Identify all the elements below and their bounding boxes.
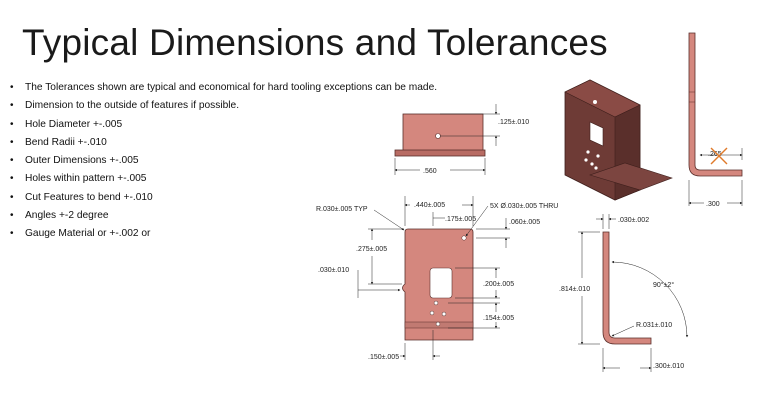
top-view-width-dim: .560: [423, 168, 437, 175]
slot-cutout: [429, 267, 453, 299]
bullet-item: •The Tolerances shown are typical and ec…: [10, 82, 438, 93]
hole-callout: 5X Ø.030±.005 THRU: [490, 203, 558, 210]
bullet-item: •Dimension to the outside of features if…: [10, 100, 240, 112]
corner-radius-callout: R.030±.005 TYP: [316, 206, 368, 213]
top-view-flange: [394, 149, 486, 157]
front-view: R.030±.005 TYP .440±.005 .175±.005 5X Ø.…: [316, 196, 558, 361]
thickness-dim: .030±.002: [618, 217, 649, 224]
bend-radius-dim: R.031±.010: [636, 322, 672, 329]
bullet-item: •Cut Features to bend +-.010: [10, 191, 153, 203]
hole-offset-dim: .175±.005: [445, 216, 476, 223]
side-view-top: .265 .300: [688, 32, 743, 208]
bullet-item: •Angles +-2 degree: [10, 210, 109, 222]
bottom-dim: .150±.005: [368, 354, 399, 361]
bullet-item: •Holes within pattern +-.005: [10, 173, 147, 185]
flange-dim: .300±.010: [653, 363, 684, 370]
hole-edge-dim: .060±.005: [509, 219, 540, 226]
struck-dimension: .265: [708, 151, 722, 158]
bullet-item: •Outer Dimensions +-.005: [10, 155, 139, 167]
notch-height-dim: .275±.005: [356, 246, 387, 253]
top-view-hole: [435, 133, 441, 139]
top-view: .125±.010 .560: [394, 104, 529, 175]
angle-dim: 90°±2°: [653, 281, 674, 289]
notch-depth-dim: .030±.010: [318, 267, 349, 274]
angle-arc: [611, 260, 689, 338]
top-view-face: [402, 113, 484, 152]
side-view-width-dim: .300: [706, 201, 720, 208]
isometric-view: [564, 79, 673, 201]
bullet-list: •The Tolerances shown are typical and ec…: [10, 82, 437, 247]
side-view-bottom: .030±.002 .814±.010 90°±2° R.031±.010 .3…: [559, 214, 689, 372]
bullet-item: •Bend Radii +-.010: [10, 136, 107, 148]
height-dim: .814±.010: [559, 286, 590, 293]
bullet-item: •Gauge Material or +-.002 or: [10, 228, 151, 240]
slot-dim: .200±.005: [483, 281, 514, 288]
front-width-dim: .440±.005: [414, 202, 445, 209]
top-view-height-dim: .125±.010: [498, 119, 529, 126]
bullet-item: •Hole Diameter +-.005: [10, 118, 123, 130]
slide-title: Typical Dimensions and Tolerances: [22, 22, 608, 63]
hole-pattern-dim: .154±.005: [483, 315, 514, 322]
